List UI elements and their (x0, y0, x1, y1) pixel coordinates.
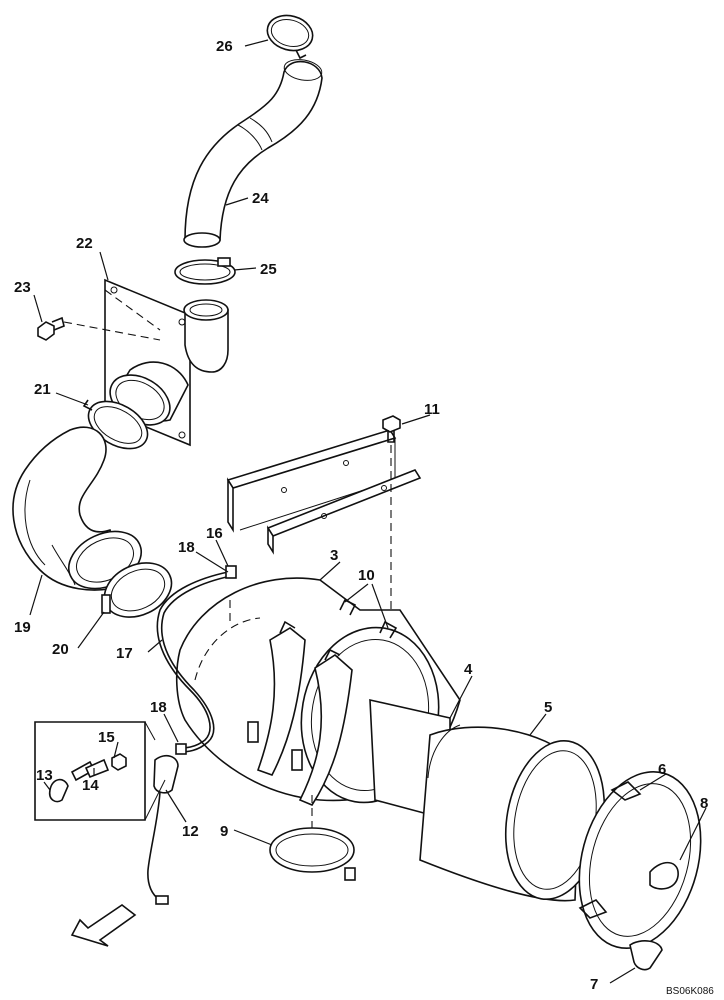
part-6-cover (578, 770, 702, 950)
part-12-indicator (147, 754, 179, 905)
label-part-21: 21 (34, 381, 51, 398)
label-part-26: 26 (216, 38, 233, 55)
part-25-clamp (174, 257, 236, 285)
label-part-10: 10 (358, 567, 375, 584)
part-8-label (649, 861, 679, 890)
label-part-20: 20 (52, 641, 69, 658)
part-23-bolt (37, 289, 161, 341)
mounting-brackets (226, 429, 422, 555)
label-part-25: 25 (260, 261, 277, 278)
label-part-7: 7 (590, 976, 598, 993)
part-9-clamp (269, 795, 356, 881)
part-7-valve (629, 940, 663, 971)
label-part-9: 9 (220, 823, 228, 840)
label-part-18-lower: 18 (150, 699, 167, 716)
label-part-18-upper: 18 (178, 539, 195, 556)
label-part-14: 14 (82, 777, 99, 794)
part-4-5-filter (369, 698, 606, 902)
part-20-clamp (101, 562, 173, 618)
label-part-17: 17 (116, 645, 133, 662)
label-part-15: 15 (98, 729, 115, 746)
label-part-3: 3 (330, 547, 338, 564)
part-17-tube (156, 565, 237, 755)
label-part-8: 8 (700, 795, 708, 812)
part-26-clamp (266, 14, 314, 60)
inset-detail-box (34, 721, 166, 821)
label-part-23: 23 (14, 279, 31, 296)
label-part-6: 6 (658, 761, 666, 778)
part-22-mounting-plate (104, 278, 229, 447)
label-part-4: 4 (464, 661, 473, 678)
diagram-code: BS06K086 (666, 986, 714, 997)
label-part-19: 19 (14, 619, 31, 636)
leader-lines (29, 39, 707, 984)
label-part-13: 13 (36, 767, 53, 784)
part-labels: 3 4 5 6 7 8 9 10 11 12 13 14 15 16 17 18… (14, 38, 714, 997)
label-part-5: 5 (544, 699, 552, 716)
direction-arrow (70, 904, 137, 947)
label-part-24: 24 (252, 190, 269, 207)
label-part-16: 16 (206, 525, 223, 542)
label-part-12: 12 (182, 823, 199, 840)
label-part-11: 11 (424, 401, 440, 418)
part-24-upper-hose (183, 59, 323, 248)
label-part-22: 22 (76, 235, 93, 252)
part-10-bands (247, 598, 398, 806)
